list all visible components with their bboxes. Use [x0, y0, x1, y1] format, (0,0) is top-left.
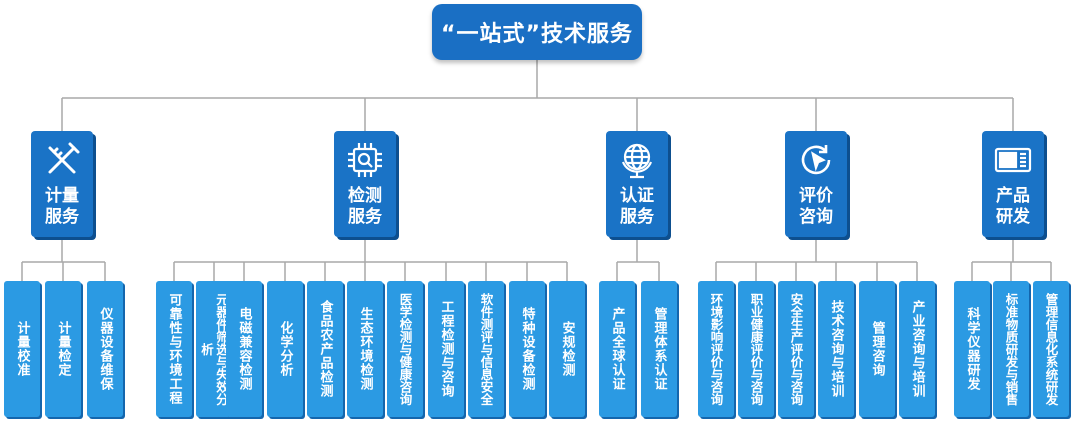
leaf-label: 产品全球认证: [609, 307, 625, 391]
leaf-label: 医学检测与健康咨询: [397, 292, 413, 406]
leaf-label: 管理咨询: [869, 321, 885, 377]
leaf-label: 科学仪器研发: [964, 307, 980, 391]
root-node: “一站式”技术服务: [432, 4, 642, 60]
leaf-label: 生态环境检测: [357, 307, 373, 391]
category-node: 计量服务: [31, 131, 93, 237]
leaf-label: 软件测评与信息安全: [478, 292, 494, 406]
cursor-refresh-icon: [796, 140, 836, 180]
category-label: 计量服务: [45, 186, 79, 227]
leaf-node: 管理信息化系统研发: [1033, 281, 1069, 417]
leaf-node: 技术咨询与培训: [818, 281, 854, 417]
leaf-label: 特种设备检测: [519, 307, 535, 391]
leaf-node: 科学仪器研发: [954, 281, 990, 417]
leaf-label: 元器件筛选与失效分析: [199, 292, 229, 406]
leaf-node: 管理体系认证: [641, 281, 677, 417]
leaf-label: 仪器设备维保: [97, 307, 113, 391]
leaf-label: 计量检定: [55, 321, 71, 377]
leaf-label: 技术咨询与培训: [828, 300, 844, 398]
category-label: 评价咨询: [799, 186, 833, 227]
leaf-node: 可靠性与环境工程: [156, 281, 192, 417]
leaf-node: 特种设备检测: [509, 281, 545, 417]
leaf-node: 职业健康评价与咨询: [738, 281, 774, 417]
leaf-label: 电磁兼容检测: [236, 307, 252, 391]
leaf-node: 食品农产品检测: [307, 281, 343, 417]
leaf-node: 标准物质研发与销售: [993, 281, 1029, 417]
leaf-node: 计量检定: [45, 281, 81, 417]
category-label: 产品研发: [996, 186, 1030, 227]
leaf-label: 工程检测与咨询: [438, 300, 454, 398]
leaf-label: 安规检测: [559, 321, 575, 377]
leaf-node: 生态环境检测: [347, 281, 383, 417]
category-label: 认证服务: [620, 186, 654, 227]
leaf-node: 电磁兼容检测: [226, 281, 262, 417]
leaf-node: 安规检测: [549, 281, 585, 417]
leaf-label: 环境影响评价与咨询: [708, 292, 724, 406]
leaf-node: 仪器设备维保: [87, 281, 123, 417]
category-node: 产品研发: [982, 131, 1044, 237]
ruler-pencil-icon: [42, 140, 82, 180]
leaf-label: 管理体系认证: [651, 307, 667, 391]
leaf-label: 职业健康评价与咨询: [748, 292, 764, 406]
chip-search-icon: [345, 140, 385, 180]
leaf-label: 安全生产评价与咨询: [788, 292, 804, 406]
leaf-node: 化学分析: [267, 281, 303, 417]
leaf-node: 环境影响评价与咨询: [698, 281, 734, 417]
root-title: “一站式”技术服务: [441, 22, 633, 47]
leaf-label: 化学分析: [277, 321, 293, 377]
leaf-node: 安全生产评价与咨询: [778, 281, 814, 417]
leaf-node: 医学检测与健康咨询: [387, 281, 423, 417]
leaf-label: 计量校准: [14, 321, 30, 377]
category-label: 检测服务: [348, 186, 382, 227]
globe-icon: [617, 140, 657, 180]
category-node: 评价咨询: [785, 131, 847, 237]
leaf-label: 管理信息化系统研发: [1043, 292, 1059, 406]
device-panel-icon: [993, 140, 1033, 180]
leaf-label: 食品农产品检测: [317, 300, 333, 398]
leaf-node: 工程检测与咨询: [428, 281, 464, 417]
leaf-node: 产业咨询与培训: [899, 281, 935, 417]
category-node: 认证服务: [606, 131, 668, 237]
leaf-label: 标准物质研发与销售: [1003, 292, 1019, 406]
leaf-node: 产品全球认证: [599, 281, 635, 417]
leaf-node: 软件测评与信息安全: [468, 281, 504, 417]
leaf-node: 管理咨询: [859, 281, 895, 417]
category-node: 检测服务: [334, 131, 396, 237]
leaf-label: 产业咨询与培训: [909, 300, 925, 398]
leaf-label: 可靠性与环境工程: [166, 293, 182, 405]
leaf-node: 计量校准: [4, 281, 40, 417]
